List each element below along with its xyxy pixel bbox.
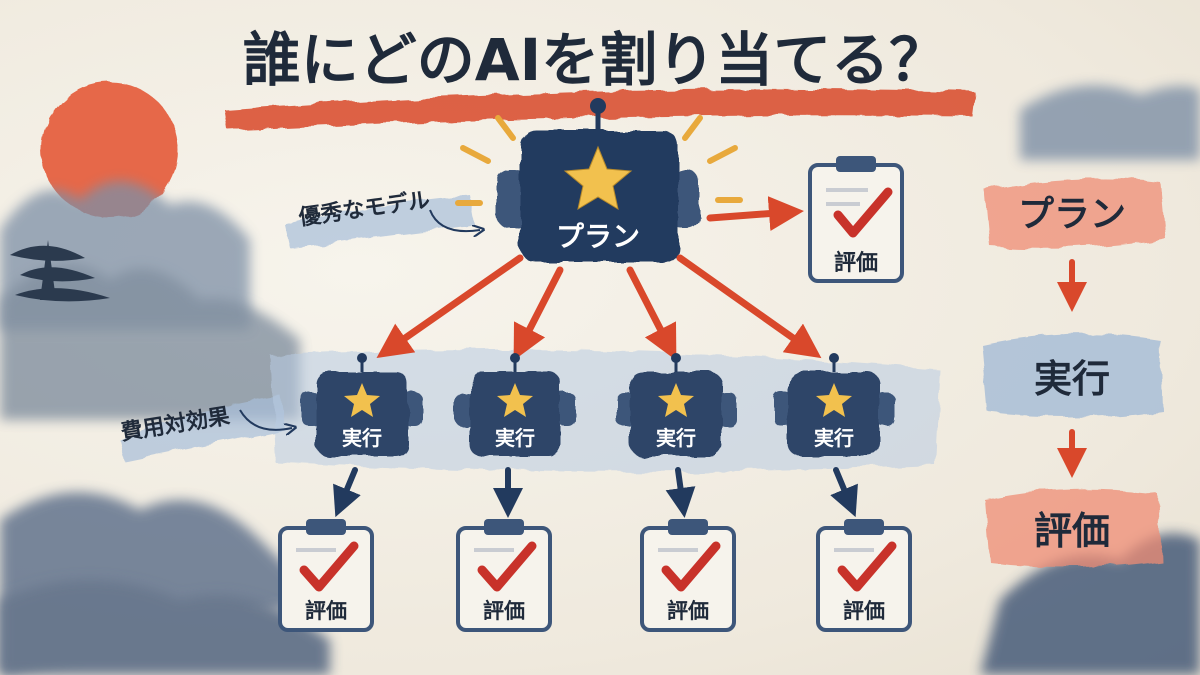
worker-label: 実行 bbox=[342, 426, 382, 450]
flow-wash-plan bbox=[985, 178, 1165, 248]
plan-to-worker-arrows bbox=[376, 254, 822, 361]
star-icon bbox=[497, 383, 533, 417]
star-icon bbox=[344, 383, 380, 417]
worker-label: 実行 bbox=[656, 426, 696, 450]
annotation-wash-mid bbox=[120, 395, 285, 462]
pine-tree-decoration bbox=[10, 240, 110, 302]
worker-1: 実行 bbox=[302, 353, 422, 456]
antenna-icon bbox=[671, 353, 681, 363]
eval-label: 評価 bbox=[667, 599, 709, 623]
worker-4: 実行 bbox=[774, 353, 894, 456]
mountains-right bbox=[980, 85, 1200, 675]
planner-eval-label: 評価 bbox=[834, 250, 878, 276]
antenna-icon bbox=[829, 353, 839, 363]
eval-label: 評価 bbox=[305, 599, 347, 623]
worker-label: 実行 bbox=[814, 426, 854, 450]
flow-legend: プラン 実行 評価 bbox=[982, 178, 1165, 567]
checkmark-icon bbox=[661, 541, 721, 592]
checkmark-icon bbox=[833, 187, 893, 238]
sparkle-rays bbox=[455, 115, 743, 206]
arrow-plan-to-worker-2 bbox=[513, 266, 564, 361]
annotation-top-arrow bbox=[429, 209, 480, 231]
checkmark-icon bbox=[837, 541, 897, 592]
flow-wash-exec bbox=[982, 333, 1162, 417]
flow-step-exec: 実行 bbox=[1034, 357, 1110, 401]
worker-3: 実行 bbox=[616, 353, 736, 456]
arrow-worker-to-eval-1 bbox=[333, 467, 361, 518]
arrow-worker-to-eval-4 bbox=[830, 467, 858, 518]
worker-to-eval-arrows bbox=[333, 467, 858, 518]
planner-eval-clipboard: 評価 bbox=[808, 156, 904, 283]
eval-clipboard-4: 評価 bbox=[816, 519, 912, 632]
sun-decoration bbox=[42, 82, 178, 218]
antenna-icon bbox=[357, 353, 367, 363]
star-icon bbox=[563, 145, 633, 211]
eval-clipboard-1: 評価 bbox=[278, 519, 374, 632]
worker-label: 実行 bbox=[495, 426, 535, 450]
star-icon bbox=[816, 383, 852, 417]
flow-step-plan: プラン bbox=[1018, 194, 1126, 235]
antenna-icon bbox=[510, 353, 520, 363]
eval-clipboard-2: 評価 bbox=[456, 519, 552, 632]
arrow-plan-to-worker-3 bbox=[626, 266, 677, 361]
worker-row-wash bbox=[270, 350, 940, 472]
arrow-plan-to-eval bbox=[706, 196, 804, 232]
star-icon bbox=[658, 383, 694, 417]
arrow-plan-to-worker-1 bbox=[376, 254, 524, 359]
arrow-plan-to-worker-4 bbox=[676, 254, 822, 359]
arrow-worker-to-eval-3 bbox=[665, 467, 696, 518]
checkmark-icon bbox=[299, 541, 359, 592]
flow-step-eval: 評価 bbox=[1034, 509, 1110, 553]
page-title: 誰にどのAIを割り当てる？ bbox=[243, 26, 947, 94]
checkmark-icon bbox=[477, 541, 537, 592]
annotation-mid-arrow bbox=[239, 409, 292, 430]
flow-wash-eval bbox=[985, 489, 1160, 567]
annotation-wash-top bbox=[285, 195, 475, 248]
worker-2: 実行 bbox=[455, 353, 575, 456]
planner-label: プラン bbox=[556, 220, 640, 253]
eval-clipboard-3: 評価 bbox=[640, 519, 736, 632]
eval-label: 評価 bbox=[843, 599, 885, 623]
mountains-left bbox=[0, 181, 330, 675]
eval-label: 評価 bbox=[483, 599, 525, 623]
planner-robot: プラン bbox=[455, 98, 743, 262]
antenna-icon bbox=[590, 98, 606, 114]
